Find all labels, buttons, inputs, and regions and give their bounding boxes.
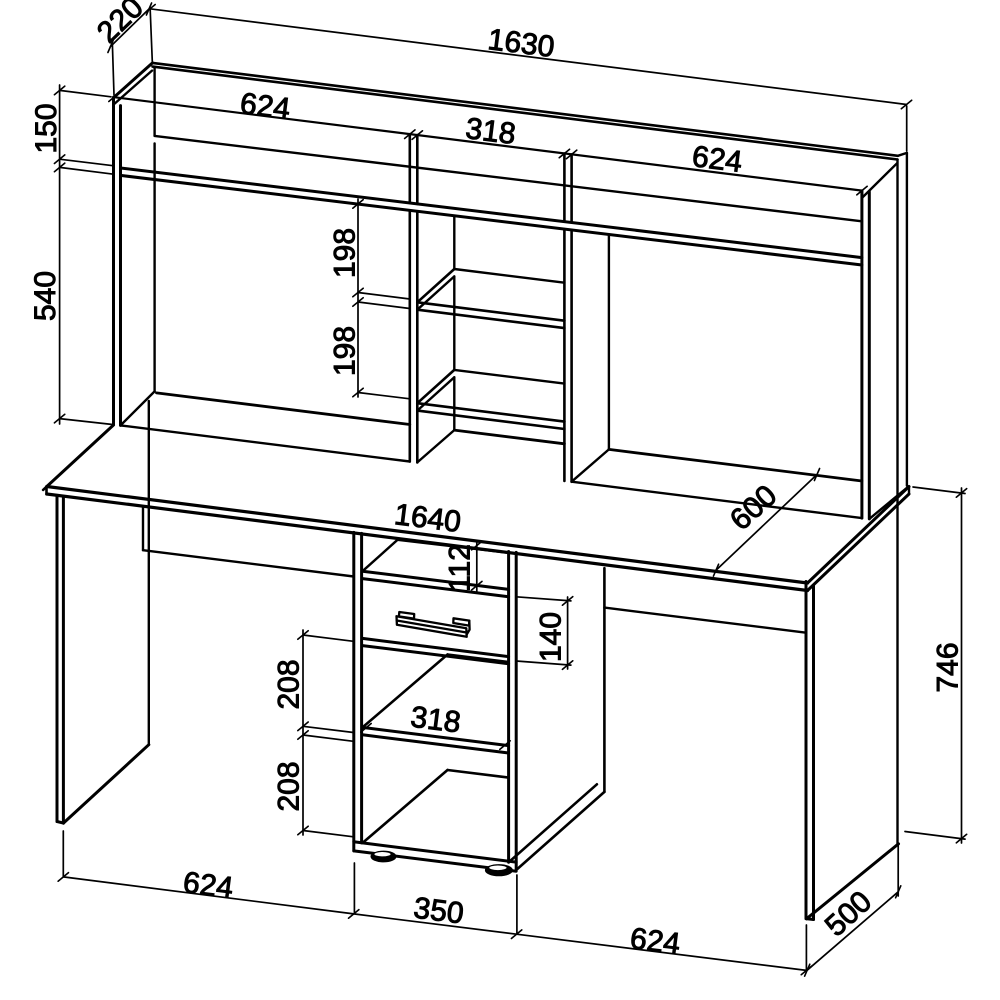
svg-text:624: 624 — [690, 140, 744, 179]
svg-text:198: 198 — [329, 326, 362, 376]
svg-text:746: 746 — [932, 642, 965, 692]
svg-text:540: 540 — [29, 271, 62, 321]
svg-text:208: 208 — [273, 761, 306, 811]
svg-text:350: 350 — [412, 892, 466, 931]
svg-text:318: 318 — [464, 112, 518, 151]
svg-text:624: 624 — [181, 866, 235, 905]
svg-text:1640: 1640 — [393, 498, 463, 539]
svg-text:624: 624 — [628, 922, 682, 961]
svg-text:112: 112 — [444, 544, 477, 592]
svg-text:208: 208 — [273, 659, 306, 709]
svg-text:140: 140 — [535, 612, 568, 662]
svg-text:624: 624 — [238, 87, 292, 126]
svg-text:150: 150 — [30, 103, 63, 153]
svg-text:318: 318 — [409, 701, 463, 740]
svg-text:198: 198 — [329, 228, 362, 278]
